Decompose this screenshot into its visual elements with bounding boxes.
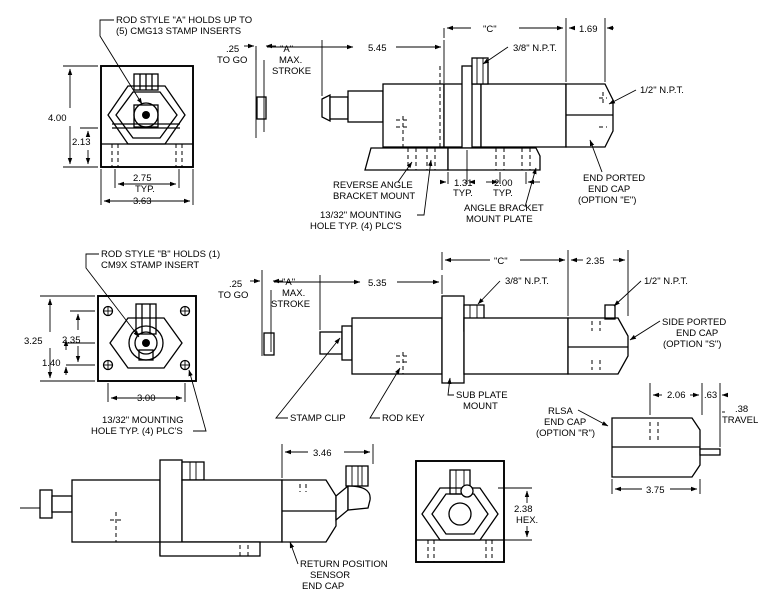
npt-38-b: 3/8" N.P.T. [505, 276, 549, 287]
return-sensor-end-view: 2.38 HEX. [415, 460, 538, 563]
npt-12-a: 1/2" N.P.T. [640, 85, 684, 96]
callout-end-ported-3: (OPTION "E") [578, 195, 636, 206]
callout-mounting-hole-a: 13/32" MOUNTING [320, 210, 402, 221]
stroke-b-2: MAX. [282, 288, 305, 299]
stroke-a-3: STROKE [272, 66, 311, 77]
callout-rod-style-b-2: CM9X STAMP INSERT [101, 260, 199, 271]
callout-side-ported-2: END CAP [676, 328, 718, 339]
stroke-a-2: MAX. [279, 55, 302, 66]
npt-38-a: 3/8" N.P.T. [513, 43, 557, 54]
dim-c-b: "C" [494, 256, 508, 267]
npt-12-b: 1/2" N.P.T. [644, 276, 688, 287]
callout-return-sensor-2: SENSOR [310, 570, 350, 581]
side-view-style-b: .25 TO GO "A" MAX. STROKE 5.35 "C" 2.35 … [218, 250, 726, 424]
dim-2-00: 2.00 [494, 178, 513, 189]
stroke-b-3: STROKE [271, 299, 310, 310]
stroke-a: "A" [280, 44, 293, 55]
end-view-style-a: 4.00 2.13 2.75 TYP. 3.63 ROD STYLE "A" H… [48, 15, 252, 207]
dim-2-38: 2.38 [514, 504, 533, 515]
callout-return-sensor: RETURN POSITION [300, 559, 388, 570]
callout-angle-plate: ANGLE BRACKET [464, 203, 544, 214]
travel-label: TRAVEL [722, 415, 758, 426]
callout-rlsa-2: END CAP [544, 417, 586, 428]
callout-rod-style-b: ROD STYLE "B" HOLDS (1) [101, 249, 220, 260]
callout-stamp-clip: STAMP CLIP [290, 413, 346, 424]
callout-mounting-hole-b-2: HOLE TYP. (4) PLC'S [91, 426, 183, 437]
callout-mounting-hole-b: 13/32" MOUNTING [102, 415, 184, 426]
dim-1-31: 1.31 [454, 178, 473, 189]
to-go-a: .25 [226, 44, 239, 55]
rlsa-end-cap-view: 3.75 2.06 .63 .38 TRAVEL RLSA END CAP (O… [536, 383, 758, 496]
return-sensor-side-view: 3.46 RETURN POSITION SENSOR END CAP [20, 444, 388, 592]
dim-63: .63 [704, 390, 717, 401]
dim-4-00: 4.00 [48, 113, 67, 124]
callout-return-sensor-3: END CAP [302, 581, 344, 592]
dim-3-00: 3.00 [137, 393, 156, 404]
side-view-style-a: .25 TO GO "A" MAX. STROKE 5.45 "C" 1.69 … [217, 18, 684, 232]
callout-end-ported-2: END CAP [588, 184, 630, 195]
callout-rlsa: RLSA [548, 406, 573, 417]
dim-3-46: 3.46 [313, 448, 332, 459]
callout-rlsa-3: (OPTION "R") [536, 428, 595, 439]
dim-3-63: 3.63 [133, 196, 152, 207]
travel-38: .38 [735, 404, 748, 415]
callout-sub-plate-2: MOUNT [463, 401, 498, 412]
dim-2-00-typ: TYP. [493, 188, 513, 199]
to-go-a-2: TO GO [217, 55, 247, 66]
to-go-b-2: TO GO [218, 290, 248, 301]
dim-5-35: 5.35 [368, 278, 387, 289]
dim-2-35-l: 2.35 [62, 335, 81, 346]
dim-2-75: 2.75 [133, 173, 152, 184]
callout-rod-key: ROD KEY [382, 413, 425, 424]
end-view-style-b: 3.25 2.35 1.40 3.00 ROD STYLE "B" HOLDS … [24, 249, 220, 437]
dim-2-35-r: 2.35 [586, 256, 605, 267]
callout-rod-style-a-2: (5) CMG13 STAMP INSERTS [116, 26, 241, 37]
to-go-b: .25 [229, 279, 242, 290]
dim-3-75: 3.75 [646, 485, 665, 496]
dim-5-45: 5.45 [368, 43, 387, 54]
dim-3-25: 3.25 [24, 336, 43, 347]
dim-2-06: 2.06 [667, 390, 686, 401]
dim-c-a: "C" [483, 24, 497, 35]
dim-1-40: 1.40 [42, 358, 61, 369]
dim-2-13: 2.13 [72, 137, 91, 148]
callout-side-ported-3: (OPTION "S") [663, 339, 721, 350]
callout-reverse-angle: REVERSE ANGLE [333, 180, 413, 191]
dim-hex: HEX. [516, 515, 538, 526]
stroke-b: "A" [282, 277, 295, 288]
callout-mounting-hole-a-2: HOLE TYP. (4) PLC'S [310, 221, 402, 232]
callout-angle-plate-2: MOUNT PLATE [466, 214, 533, 225]
callout-rod-style-a: ROD STYLE "A" HOLDS UP TO [116, 15, 252, 26]
dim-1-69: 1.69 [579, 24, 598, 35]
callout-reverse-angle-2: BRACKET MOUNT [333, 191, 415, 202]
dim-typ: TYP. [135, 184, 155, 195]
dim-1-31-typ: TYP. [453, 188, 473, 199]
callout-end-ported: END PORTED [583, 173, 645, 184]
callout-side-ported: SIDE PORTED [662, 317, 726, 328]
callout-sub-plate: SUB PLATE [456, 390, 508, 401]
